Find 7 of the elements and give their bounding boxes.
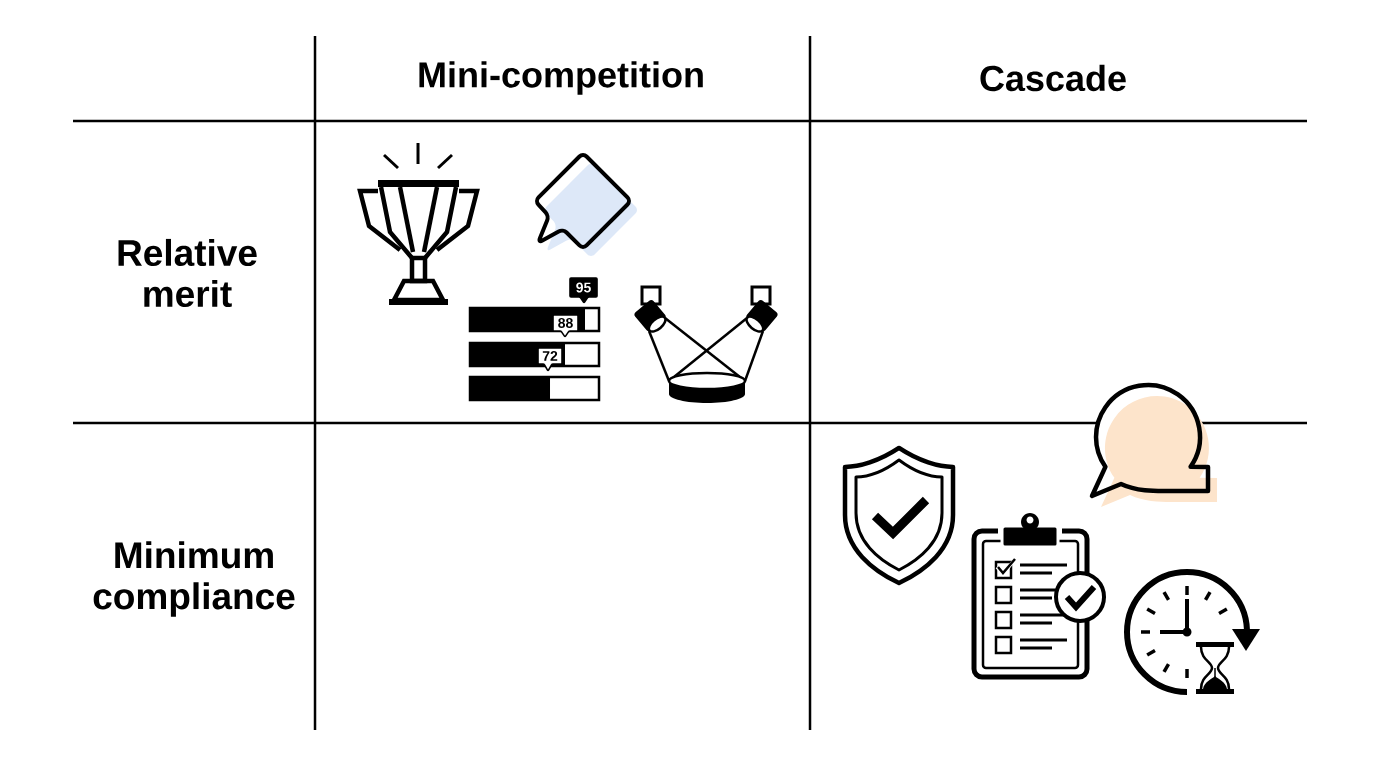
row-header: Minimum compliance (93, 541, 295, 617)
score-tag: 72 (537, 347, 563, 372)
score-tag: 95 (569, 277, 598, 304)
column-header: Mini-competition (419, 61, 703, 95)
score-tag: 88 (552, 314, 579, 338)
column-header: Cascade (980, 64, 1126, 92)
row-header: Relative merit (118, 238, 257, 308)
